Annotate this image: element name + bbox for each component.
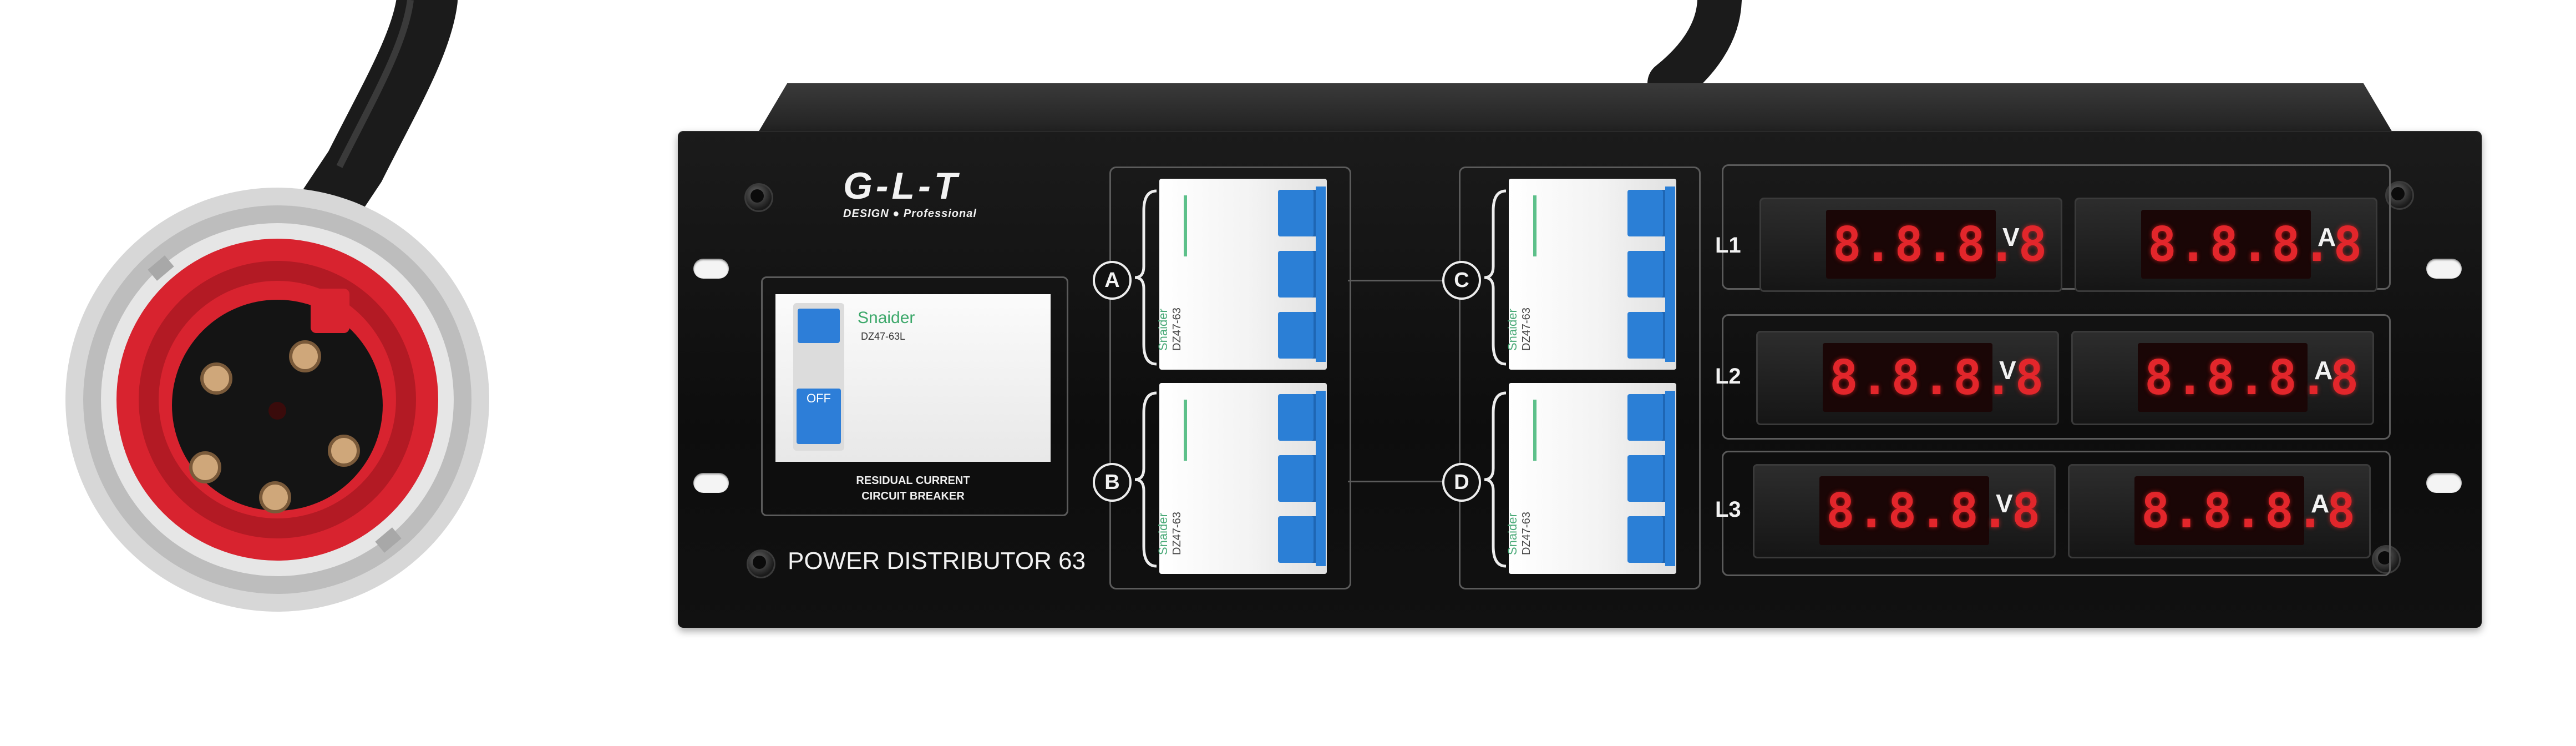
rccb-label: RESIDUAL CURRENT CIRCUIT BREAKER [775, 473, 1051, 504]
ammeter-l2-display: 8.8.8.8 [2144, 350, 2361, 406]
breaker-stripe [1184, 195, 1187, 256]
ammeter-l3-display: 8.8.8.8 [2141, 483, 2358, 539]
voltmeter-l3: 8.8.8.8 V [1753, 464, 2056, 558]
line-label-l2: L2 [1715, 364, 1741, 389]
amp-unit: A [2311, 489, 2330, 518]
rccb-test-button[interactable] [798, 309, 840, 343]
breaker-c-handle[interactable] [1627, 251, 1667, 298]
breaker-d-handle[interactable] [1627, 394, 1667, 441]
bracket-a-icon [1134, 189, 1157, 366]
meter-row-l2 [1722, 314, 2391, 440]
breaker-a-handle[interactable] [1278, 312, 1318, 359]
bracket-b-icon [1134, 391, 1157, 568]
breaker-b: Snaider DZ47-63 [1156, 383, 1327, 574]
rccb-brand: Snaider [858, 309, 915, 327]
rack-mount-slot [2426, 259, 2462, 279]
volt-unit: V [2002, 223, 2020, 251]
rccb-frame [761, 276, 1068, 516]
meter-row-l3 [1722, 451, 2391, 576]
brand-logo: G-L-T DESIGN ● Professional [843, 167, 1010, 233]
bracket-c-icon [1484, 189, 1507, 366]
breaker-group-cd [1459, 167, 1701, 589]
voltmeter-l3-display: 8.8.8.8 [1826, 483, 2043, 539]
breaker-c-handle[interactable] [1627, 190, 1667, 236]
display-face [1819, 476, 1989, 545]
rccb-toggle-label: OFF [807, 391, 831, 405]
breaker-label-b: B [1093, 463, 1132, 502]
display-face [2138, 343, 2308, 412]
breaker-a-handle[interactable] [1278, 190, 1318, 236]
display-face [2134, 476, 2304, 545]
rccb-toggle[interactable]: OFF [797, 389, 841, 444]
amp-unit: A [2314, 356, 2333, 385]
breaker-a: Snaider DZ47-63 [1156, 179, 1327, 370]
breaker-side-bar [1665, 186, 1675, 362]
rack-mount-slot [693, 259, 729, 279]
voltmeter-l2-display: 8.8.8.8 [1829, 350, 2046, 406]
rccb-label-line2: CIRCUIT BREAKER [861, 490, 965, 502]
ammeter-l1-display: 8.8.8.8 [2148, 217, 2365, 273]
rack-mount-slot [2426, 473, 2462, 493]
ammeter-l2: 8.8.8.8 A [2071, 331, 2374, 425]
display-face [1823, 343, 1992, 412]
display-face [1826, 210, 1996, 279]
logo-text: G-L-T [843, 165, 961, 207]
ammeter-l1: 8.8.8.8 A [2075, 198, 2377, 292]
breaker-d: Snaider DZ47-63 [1505, 383, 1676, 574]
breaker-d-model: DZ47-63 [1520, 512, 1533, 555]
breaker-b-handle[interactable] [1278, 516, 1318, 563]
breaker-label-a: A [1093, 261, 1132, 300]
breaker-d-handle[interactable] [1627, 516, 1667, 563]
volt-unit: V [1996, 489, 2013, 518]
breaker-side-bar [1316, 186, 1326, 362]
rack-mount-slot [693, 473, 729, 493]
panel-top-edge [754, 83, 2396, 139]
breaker-b-handle[interactable] [1278, 394, 1318, 441]
breaker-c-model: DZ47-63 [1520, 308, 1533, 351]
breaker-c: Snaider DZ47-63 [1505, 179, 1676, 370]
breaker-b-model: DZ47-63 [1171, 512, 1183, 555]
breaker-label-d: D [1442, 463, 1481, 502]
amp-unit: A [2318, 223, 2336, 251]
breaker-c-handle[interactable] [1627, 312, 1667, 359]
voltmeter-l1-display: 8.8.8.8 [1833, 217, 2050, 273]
panel-screw [2372, 545, 2401, 574]
breaker-stripe [1533, 400, 1537, 461]
group-connector [1348, 481, 1459, 482]
volt-unit: V [1999, 356, 2016, 385]
line-label-l3: L3 [1715, 497, 1741, 522]
display-face [2141, 210, 2311, 279]
group-connector [1348, 280, 1459, 281]
logo-tagline: DESIGN ● Professional [843, 208, 977, 220]
breaker-label-c: C [1442, 261, 1481, 300]
bracket-d-icon [1484, 391, 1507, 568]
breaker-a-model: DZ47-63 [1171, 308, 1183, 351]
breaker-d-handle[interactable] [1627, 455, 1667, 502]
rccb-model: DZ47-63L [861, 331, 906, 342]
panel-screw [747, 550, 775, 578]
breaker-b-handle[interactable] [1278, 455, 1318, 502]
rccb-label-line1: RESIDUAL CURRENT [856, 475, 970, 487]
breaker-a-handle[interactable] [1278, 251, 1318, 298]
panel-screw [744, 183, 773, 212]
breaker-stripe [1184, 400, 1187, 461]
ammeter-l3: 8.8.8.8 A [2068, 464, 2371, 558]
voltmeter-l2: 8.8.8.8 V [1756, 331, 2059, 425]
breaker-stripe [1533, 195, 1537, 256]
breaker-side-bar [1665, 391, 1675, 566]
breaker-group-ab [1109, 167, 1351, 589]
panel-name: POWER DISTRIBUTOR 63 [788, 547, 1086, 574]
breaker-side-bar [1316, 391, 1326, 566]
voltmeter-l1: 8.8.8.8 V [1759, 198, 2062, 292]
line-label-l1: L1 [1715, 233, 1741, 258]
